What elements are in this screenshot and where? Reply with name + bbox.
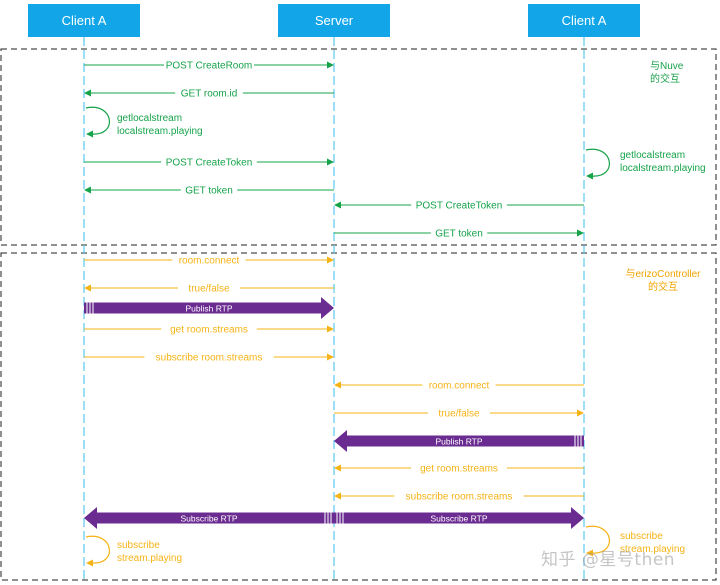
message-label-bg-14: [411, 462, 507, 474]
message-label-bg-10: [144, 351, 274, 363]
self-note-2-line-0: subscribe: [117, 540, 160, 551]
self-loop-1: [585, 148, 610, 177]
message-arrowhead-5: [577, 229, 584, 237]
section-box-nuve: [0, 48, 717, 246]
message-arrowhead-14: [334, 464, 341, 472]
message-arrowhead-3: [84, 186, 91, 194]
participant-client-a-right: Client A: [528, 4, 640, 37]
message-label-1: GET room.id: [181, 89, 238, 100]
message-label-0: POST CreateRoom: [166, 61, 253, 72]
message-label-bg-2: [161, 156, 257, 168]
message-arrowhead-15: [334, 492, 341, 500]
message-label-5: GET token: [435, 229, 483, 240]
message-label-bg-9: [161, 323, 257, 335]
message-label-17: Subscribe RTP: [430, 514, 487, 524]
message-arrowhead-2: [327, 158, 334, 166]
participant-server: Server: [278, 4, 390, 37]
message-label-15: subscribe room.streams: [406, 492, 513, 503]
self-note-3-line-1: stream.playing: [620, 544, 685, 555]
section-label-erizo: 与erizoController 的交互: [613, 268, 713, 294]
rtp-arrow-16: [84, 507, 334, 529]
message-label-3: GET token: [185, 186, 233, 197]
message-label-10: subscribe room.streams: [156, 353, 263, 364]
message-label-14: get room.streams: [420, 464, 498, 475]
rtp-arrow-17: [334, 507, 584, 529]
message-label-12: true/false: [438, 409, 480, 420]
message-arrowhead-6: [327, 256, 334, 264]
message-label-bg-5: [430, 227, 488, 239]
message-label-9: get room.streams: [170, 325, 248, 336]
message-arrowhead-7: [84, 284, 91, 292]
message-label-13: Publish RTP: [435, 437, 482, 447]
message-label-bg-12: [428, 407, 490, 419]
message-label-2: POST CreateToken: [166, 158, 253, 169]
section-label-nuve: 与Nuve 的交互: [650, 60, 683, 86]
message-label-6: room.connect: [179, 256, 240, 267]
message-arrowhead-12: [577, 409, 584, 417]
message-label-bg-6: [172, 254, 246, 266]
self-loop-arrowhead-1: [586, 172, 593, 180]
section-label-nuve-line1: 与Nuve: [650, 61, 684, 72]
self-loop-arrowhead-2: [86, 559, 93, 567]
self-note-2-line-1: stream.playing: [117, 553, 182, 564]
message-label-bg-0: [164, 59, 254, 71]
section-label-erizo-line2: 的交互: [648, 282, 678, 293]
self-note-0-line-0: getlocalstream: [117, 113, 182, 124]
message-label-bg-7: [178, 282, 240, 294]
message-label-bg-11: [422, 379, 496, 391]
section-label-nuve-line2: 的交互: [650, 74, 680, 85]
message-label-bg-1: [175, 87, 243, 99]
self-loop-3: [585, 525, 610, 554]
message-arrowhead-10: [327, 353, 334, 361]
message-label-bg-4: [411, 199, 507, 211]
message-arrowhead-9: [327, 325, 334, 333]
self-loop-arrowhead-3: [586, 549, 593, 557]
section-box-erizo: [0, 252, 717, 581]
self-note-1-line-0: getlocalstream: [620, 150, 685, 161]
message-label-11: room.connect: [429, 381, 490, 392]
self-note-0-line-1: localstream.playing: [117, 126, 203, 137]
message-arrowhead-11: [334, 381, 341, 389]
participant-client-a-left: Client A: [28, 4, 140, 37]
message-arrowhead-1: [84, 89, 91, 97]
self-note-1-line-1: localstream.playing: [620, 163, 706, 174]
section-label-erizo-line1: 与erizoController: [625, 269, 701, 280]
self-loop-2: [85, 535, 110, 564]
message-label-16: Subscribe RTP: [180, 514, 237, 524]
self-loop-arrowhead-0: [86, 130, 93, 138]
message-label-4: POST CreateToken: [416, 201, 503, 212]
message-label-7: true/false: [188, 284, 230, 295]
message-arrowhead-4: [334, 201, 341, 209]
message-label-8: Publish RTP: [185, 304, 232, 314]
self-loop-0: [85, 106, 110, 135]
rtp-arrow-8: [84, 297, 334, 319]
watermark: 知乎 @星号then: [541, 550, 676, 570]
message-label-bg-15: [394, 490, 524, 502]
message-label-bg-3: [180, 184, 238, 196]
message-arrowhead-0: [327, 61, 334, 69]
self-note-3-line-0: subscribe: [620, 531, 663, 542]
rtp-arrow-13: [334, 430, 584, 452]
